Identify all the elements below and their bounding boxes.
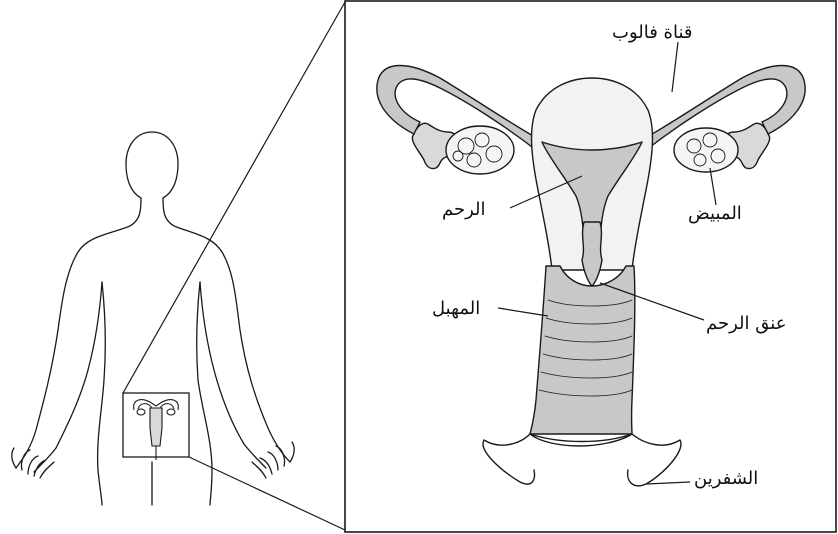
label-cervix: عنق الرحم — [706, 313, 786, 334]
label-ovary: المبيض — [688, 203, 742, 224]
zoom-connector-bottom — [189, 457, 345, 530]
zoom-connector-top — [123, 2, 345, 393]
label-fallopian-tube: قناة فالوب — [612, 22, 693, 43]
label-vagina: المهبل — [432, 298, 480, 319]
vagina-wall — [530, 266, 635, 434]
label-labia: الشفرين — [694, 468, 758, 489]
label-uterus: الرحم — [442, 199, 486, 220]
